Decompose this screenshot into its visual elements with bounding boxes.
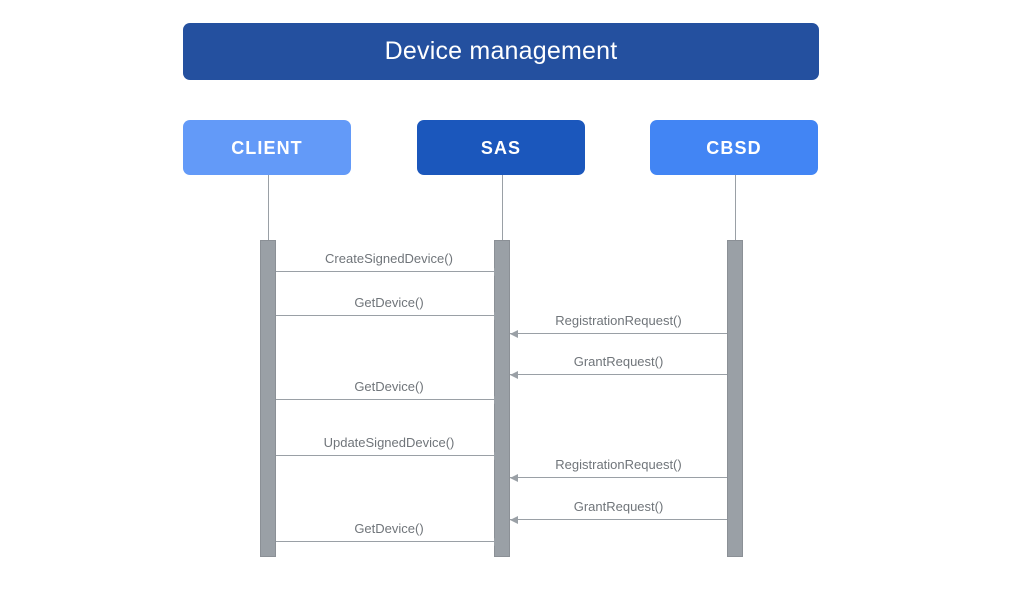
message-line [510, 519, 727, 520]
arrowhead-right-icon [494, 396, 502, 404]
message-label: GetDevice() [354, 295, 424, 310]
message-line [510, 374, 727, 375]
message-line [276, 399, 502, 400]
participant-client[interactable]: CLIENT [183, 120, 351, 175]
participant-label: SAS [480, 137, 522, 158]
activation-bar-client [260, 240, 276, 557]
diagram-title-banner: Device management [183, 23, 819, 80]
arrowhead-right-icon [494, 538, 502, 546]
message-line [276, 271, 502, 272]
message-line [276, 455, 502, 456]
arrowhead-right-icon [494, 452, 502, 460]
message-label: UpdateSignedDevice() [323, 435, 455, 450]
message-left-3[interactable]: GrantRequest() [510, 341, 727, 379]
participant-label: CLIENT [231, 137, 303, 158]
message-line [276, 541, 502, 542]
arrowhead-left-icon [510, 371, 518, 379]
message-line [510, 333, 727, 334]
message-label: GetDevice() [354, 521, 424, 536]
activation-bar-cbsd [727, 240, 743, 557]
message-right-1[interactable]: GetDevice() [276, 282, 502, 320]
message-label: GetDevice() [354, 379, 424, 394]
message-line [510, 477, 727, 478]
arrowhead-left-icon [510, 474, 518, 482]
message-right-5[interactable]: UpdateSignedDevice() [276, 422, 502, 460]
arrowhead-left-icon [510, 330, 518, 338]
message-line [276, 315, 502, 316]
message-left-7[interactable]: GrantRequest() [510, 486, 727, 524]
message-right-0[interactable]: CreateSignedDevice() [276, 238, 502, 276]
diagram-title: Device management [384, 37, 618, 65]
message-left-6[interactable]: RegistrationRequest() [510, 444, 727, 482]
message-label: RegistrationRequest() [555, 457, 682, 472]
message-label: CreateSignedDevice() [325, 251, 453, 266]
arrowhead-right-icon [494, 312, 502, 320]
participant-label: CBSD [706, 137, 762, 158]
message-label: GrantRequest() [573, 354, 664, 369]
participant-sas[interactable]: SAS [417, 120, 585, 175]
message-right-4[interactable]: GetDevice() [276, 366, 502, 404]
message-right-8[interactable]: GetDevice() [276, 508, 502, 546]
message-label: GrantRequest() [573, 499, 664, 514]
arrowhead-left-icon [510, 516, 518, 524]
arrowhead-right-icon [494, 268, 502, 276]
message-label: RegistrationRequest() [555, 313, 682, 328]
participant-cbsd[interactable]: CBSD [650, 120, 818, 175]
message-left-2[interactable]: RegistrationRequest() [510, 300, 727, 338]
